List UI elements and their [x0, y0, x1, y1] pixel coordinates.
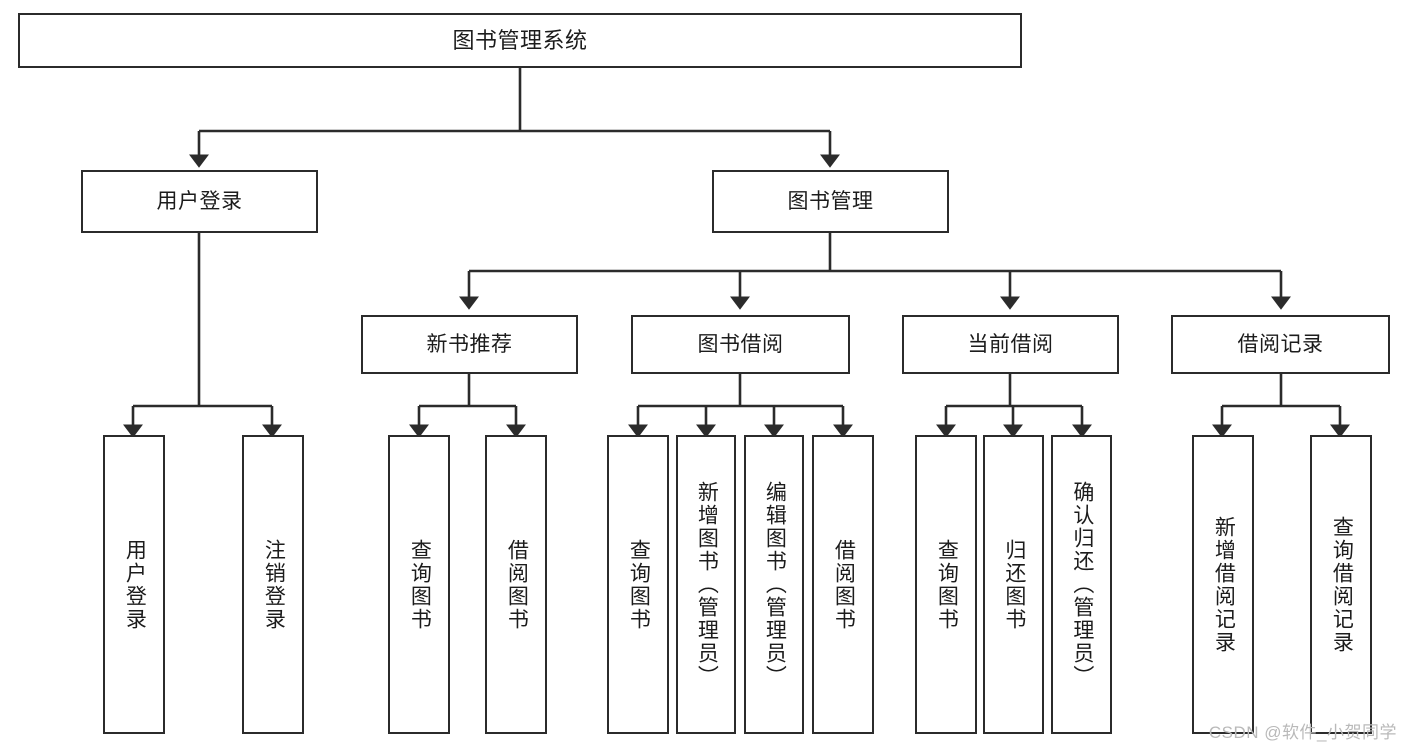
node-user-login[interactable]: 用户登录 [81, 170, 318, 233]
leaf-borrow-book[interactable]: 借阅图书 [812, 435, 874, 734]
leaf-logout[interactable]: 注销登录 [242, 435, 304, 734]
node-new-book-recommend[interactable]: 新书推荐 [361, 315, 578, 374]
node-current-borrow[interactable]: 当前借阅 [902, 315, 1119, 374]
leaf-query-book-borrow[interactable]: 查询图书 [607, 435, 669, 734]
node-label: 归还图书 [1002, 538, 1026, 631]
node-label: 新增图书（管理员） [695, 481, 719, 688]
node-label: 新增借阅记录 [1212, 515, 1236, 654]
leaf-edit-book-admin[interactable]: 编辑图书（管理员） [744, 435, 804, 734]
node-label: 借阅记录 [1237, 332, 1324, 356]
leaf-add-borrow-record[interactable]: 新增借阅记录 [1192, 435, 1254, 734]
node-label: 借阅图书 [505, 538, 529, 631]
node-book-management[interactable]: 图书管理 [712, 170, 949, 233]
node-root[interactable]: 图书管理系统 [18, 13, 1022, 68]
leaf-user-login[interactable]: 用户登录 [103, 435, 165, 734]
node-label: 用户登录 [123, 538, 147, 631]
node-label: 图书借阅 [697, 332, 784, 356]
node-label: 查询借阅记录 [1330, 515, 1354, 654]
node-book-borrow[interactable]: 图书借阅 [631, 315, 850, 374]
node-label: 确认归还（管理员） [1070, 481, 1094, 688]
node-label: 图书管理系统 [452, 27, 588, 53]
leaf-query-book-current[interactable]: 查询图书 [915, 435, 977, 734]
node-label: 新书推荐 [426, 332, 513, 356]
leaf-borrow-book-recommend[interactable]: 借阅图书 [485, 435, 547, 734]
node-label: 借阅图书 [832, 538, 856, 631]
leaf-query-borrow-record[interactable]: 查询借阅记录 [1310, 435, 1372, 734]
node-label: 查询图书 [627, 538, 651, 631]
node-label: 查询图书 [408, 538, 432, 631]
node-label: 用户登录 [156, 189, 243, 213]
leaf-confirm-return-admin[interactable]: 确认归还（管理员） [1051, 435, 1112, 734]
leaf-add-book-admin[interactable]: 新增图书（管理员） [676, 435, 736, 734]
watermark: CSDN @软件_小贺同学 [1208, 723, 1397, 742]
node-label: 查询图书 [935, 538, 959, 631]
node-label: 编辑图书（管理员） [763, 481, 787, 688]
node-label: 当前借阅 [967, 332, 1054, 356]
node-label: 图书管理 [787, 189, 874, 213]
node-borrow-record[interactable]: 借阅记录 [1171, 315, 1390, 374]
leaf-query-book-recommend[interactable]: 查询图书 [388, 435, 450, 734]
node-label: 注销登录 [262, 538, 286, 631]
leaf-return-book[interactable]: 归还图书 [983, 435, 1044, 734]
